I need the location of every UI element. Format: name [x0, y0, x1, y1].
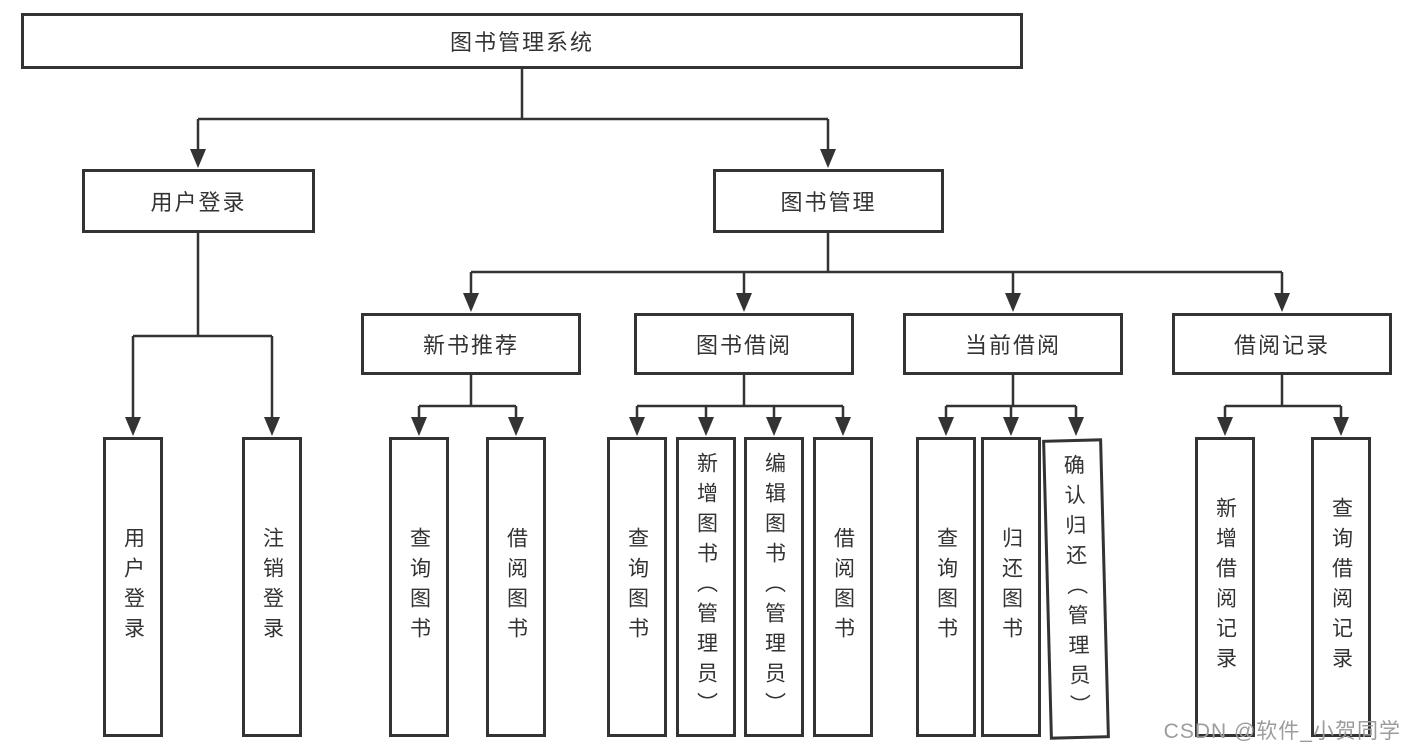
- node-label: 当前借阅: [964, 333, 1061, 358]
- node-label: 归还图书: [999, 527, 1023, 647]
- arrow-down-icon: [508, 417, 524, 436]
- node-new-book-recommend: 新书推荐: [361, 313, 581, 375]
- connector-user-login-children: [131, 233, 274, 418]
- node-label: 图书管理: [780, 190, 877, 215]
- node-book-borrow: 图书借阅: [634, 313, 854, 375]
- node-label: 新增图书（管理员）: [694, 452, 718, 722]
- connector-book-management-children: [469, 233, 1284, 294]
- node-user-login: 用户登录: [82, 169, 315, 233]
- arrow-down-icon: [1333, 417, 1349, 436]
- node-label: 确认归还（管理员）: [1060, 453, 1092, 725]
- node-query-borrow-record: 查询借阅记录: [1311, 437, 1371, 737]
- node-label: 图书管理系统: [449, 30, 594, 55]
- connector-book-borrow-children: [635, 375, 845, 418]
- node-logout: 注销登录: [242, 437, 302, 737]
- node-confirm-return-admin: 确认归还（管理员）: [1042, 438, 1110, 740]
- node-label: 借阅图书: [831, 527, 855, 647]
- arrow-down-icon: [736, 293, 752, 312]
- node-query-books-recommend: 查询图书: [389, 437, 449, 737]
- arrow-down-icon: [629, 417, 645, 436]
- node-library-system: 图书管理系统: [21, 13, 1023, 69]
- node-label: 用户登录: [150, 190, 247, 215]
- node-label: 用户登录: [121, 527, 145, 647]
- node-label: 借阅记录: [1233, 333, 1330, 358]
- connector-current-borrow-children: [944, 375, 1078, 418]
- arrow-down-icon: [820, 149, 836, 168]
- connector-borrow-records-children: [1223, 375, 1343, 418]
- node-add-book-admin: 新增图书（管理员）: [676, 437, 736, 737]
- node-borrow-books-recommend: 借阅图书: [486, 437, 546, 737]
- node-label: 编辑图书（管理员）: [762, 452, 786, 722]
- arrow-down-icon: [264, 417, 280, 436]
- arrow-down-icon: [1005, 293, 1021, 312]
- arrowheads: [125, 149, 1349, 436]
- node-label: 新增借阅记录: [1213, 497, 1237, 677]
- arrow-down-icon: [1068, 417, 1084, 436]
- node-label: 查询图书: [625, 527, 649, 647]
- arrow-down-icon: [766, 417, 782, 436]
- arrow-down-icon: [835, 417, 851, 436]
- node-user-login-leaf: 用户登录: [103, 437, 163, 737]
- node-label: 新书推荐: [422, 333, 519, 358]
- node-current-borrow: 当前借阅: [903, 313, 1123, 375]
- node-label: 借阅图书: [504, 527, 528, 647]
- node-return-book: 归还图书: [981, 437, 1041, 737]
- arrow-down-icon: [125, 417, 141, 436]
- arrow-down-icon: [411, 417, 427, 436]
- node-borrow-records: 借阅记录: [1172, 313, 1392, 375]
- node-label: 注销登录: [260, 527, 284, 647]
- node-label: 图书借阅: [695, 333, 792, 358]
- node-label: 查询图书: [934, 527, 958, 647]
- arrow-down-icon: [463, 293, 479, 312]
- arrow-down-icon: [698, 417, 714, 436]
- connector-lines: [131, 68, 1343, 418]
- arrow-down-icon: [1003, 417, 1019, 436]
- node-book-management: 图书管理: [713, 169, 944, 233]
- node-label: 查询借阅记录: [1329, 497, 1353, 677]
- node-edit-book-admin: 编辑图书（管理员）: [744, 437, 804, 737]
- node-query-books-borrow: 查询图书: [607, 437, 667, 737]
- node-borrow-books-leaf: 借阅图书: [813, 437, 873, 737]
- connector-root-to-level2: [196, 68, 830, 150]
- node-label: 查询图书: [407, 527, 431, 647]
- arrow-down-icon: [1274, 293, 1290, 312]
- node-query-books-current: 查询图书: [916, 437, 976, 737]
- arrow-down-icon: [1217, 417, 1233, 436]
- arrow-down-icon: [938, 417, 954, 436]
- csdn-watermark: CSDN @软件_小贺同学: [1163, 720, 1401, 743]
- connector-new-book-recommend-children: [417, 375, 518, 418]
- node-add-borrow-record: 新增借阅记录: [1195, 437, 1255, 737]
- arrow-down-icon: [190, 149, 206, 168]
